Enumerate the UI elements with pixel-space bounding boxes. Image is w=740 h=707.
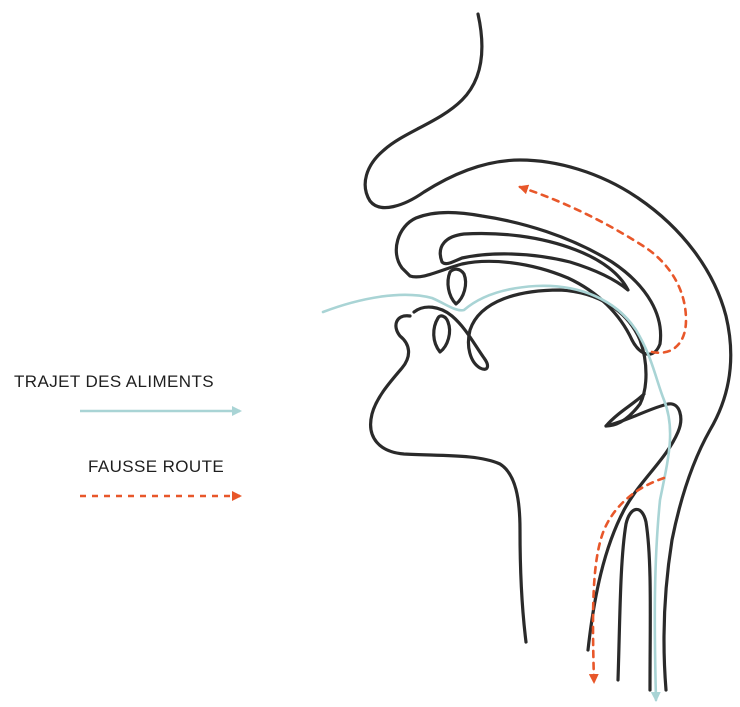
legend-food-path-label: TRAJET DES ALIMENTS [14,372,214,392]
larynx-outline [618,509,650,690]
face-profile-outline [365,14,731,690]
pharynx-outline [588,404,681,650]
upper-teeth-outline [448,269,466,304]
lower-lip-chin-outline [371,316,526,642]
legend-false-route-label: FAUSSE ROUTE [88,457,224,477]
false-route-airway-line [593,478,664,682]
lower-teeth-outline [434,316,450,352]
